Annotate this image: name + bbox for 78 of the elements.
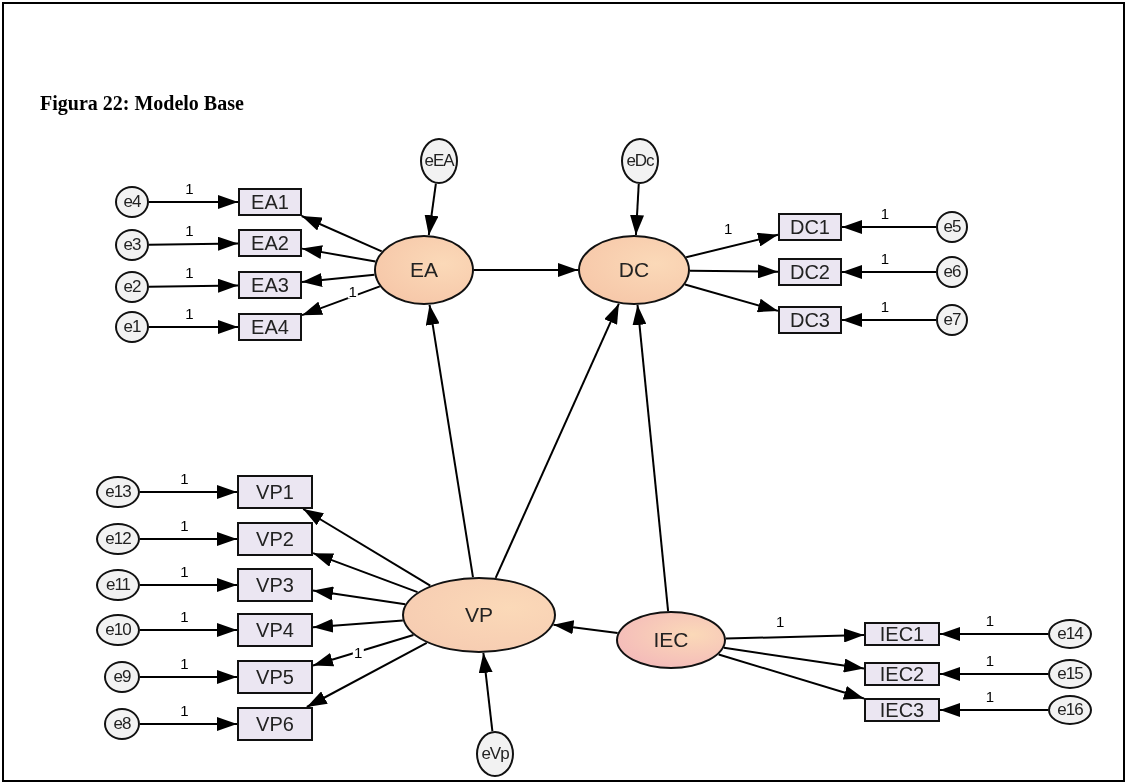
indicator-box: VP6: [237, 707, 313, 741]
indicator-box: EA1: [238, 188, 302, 216]
arrow: [139, 623, 238, 637]
indicator-box: VP2: [237, 522, 313, 556]
arrow: [139, 578, 238, 592]
arrow: [724, 628, 865, 643]
arrow: [301, 285, 381, 317]
error-circle: e9: [104, 661, 140, 693]
arrow: [684, 283, 779, 313]
arrow: [305, 641, 428, 708]
error-circle: e7: [936, 304, 968, 336]
arrow: [478, 651, 494, 733]
arrow: [494, 302, 620, 579]
indicator-box: EA4: [238, 313, 302, 341]
error-circle: e3: [115, 229, 149, 261]
indicator-box: DC2: [778, 258, 842, 286]
error-circle: eEA: [420, 138, 458, 184]
arrow: [841, 265, 937, 279]
arrow: [300, 215, 383, 253]
arrow: [301, 245, 377, 263]
indicator-box: DC3: [778, 306, 842, 334]
error-circle: e10: [96, 614, 140, 646]
indicator-box: IEC1: [864, 622, 940, 646]
arrow: [425, 303, 474, 579]
latent-ellipse: EA: [374, 235, 474, 305]
arrow: [723, 646, 865, 673]
arrow: [689, 264, 779, 279]
error-circle: e5: [936, 211, 968, 243]
error-circle: e2: [115, 271, 149, 303]
indicator-box: IEC3: [864, 698, 940, 722]
arrow: [841, 220, 937, 234]
arrow: [939, 703, 1049, 717]
error-circle: e6: [936, 256, 968, 288]
error-circle: e11: [96, 569, 140, 601]
latent-ellipse: IEC: [616, 611, 726, 669]
arrow: [630, 182, 644, 236]
indicator-box: EA3: [238, 271, 302, 299]
indicator-box: VP1: [237, 475, 313, 509]
arrow: [148, 278, 239, 293]
indicator-box: VP5: [237, 660, 313, 694]
error-circle: eDc: [621, 138, 659, 184]
error-circle: e4: [115, 186, 149, 218]
error-circle: eVp: [476, 731, 514, 777]
indicator-box: VP4: [237, 613, 313, 647]
arrow: [148, 236, 239, 251]
arrow: [939, 667, 1049, 681]
error-circle: e15: [1048, 659, 1092, 689]
arrow: [717, 653, 865, 700]
arrow: [632, 303, 670, 613]
arrow: [939, 627, 1049, 641]
error-circle: e8: [104, 708, 140, 740]
error-circle: e12: [96, 523, 140, 555]
figure-title: Figura 22: Modelo Base: [40, 92, 244, 115]
arrow: [424, 182, 439, 237]
arrow: [312, 633, 415, 667]
indicator-box: VP3: [237, 568, 313, 602]
arrow: [148, 195, 239, 209]
arrow: [139, 670, 238, 684]
arrow: [302, 508, 432, 587]
arrow: [139, 532, 238, 546]
error-circle: e14: [1048, 619, 1092, 649]
arrow: [685, 232, 779, 259]
latent-ellipse: DC: [578, 235, 690, 305]
arrow: [841, 313, 937, 327]
arrow: [312, 618, 404, 633]
latent-ellipse: VP: [402, 577, 556, 653]
arrow: [148, 320, 239, 334]
indicator-box: EA2: [238, 229, 302, 257]
error-circle: e1: [115, 311, 149, 343]
arrow: [312, 552, 419, 594]
error-circle: e16: [1048, 695, 1092, 725]
arrow: [473, 263, 579, 277]
arrow: [139, 485, 238, 499]
arrow: [301, 273, 376, 287]
error-circle: e13: [96, 476, 140, 508]
arrow: [139, 717, 238, 731]
indicator-box: DC1: [778, 213, 842, 241]
indicator-box: IEC2: [864, 662, 940, 686]
